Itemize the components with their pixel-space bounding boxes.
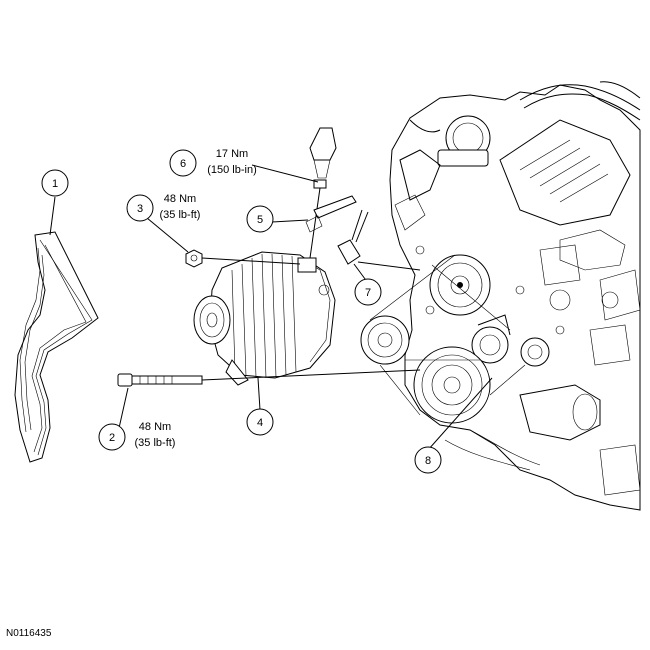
callout-3-spec-imperial: (35 lb-ft) — [160, 209, 201, 221]
callout-4: 4 — [246, 408, 274, 436]
callout-6-number: 6 — [180, 158, 186, 170]
callout-1: 1 — [41, 169, 69, 197]
generator — [193, 251, 336, 386]
callout-2-circle — [98, 423, 126, 451]
callout-3-number: 3 — [137, 203, 143, 215]
callout-1-number: 1 — [52, 178, 58, 190]
callout-3-circle — [126, 194, 154, 222]
callout-4-number: 4 — [257, 417, 263, 429]
callout-3-spec-metric: 48 Nm — [164, 193, 196, 205]
callout-5-circle — [246, 205, 274, 233]
drive-belt — [14, 231, 99, 463]
callout-4-circle — [246, 408, 274, 436]
callout-2-number: 2 — [109, 432, 115, 444]
callout-3: 3 48 Nm (35 lb-ft) — [126, 193, 201, 222]
callout-8-number: 8 — [425, 455, 431, 467]
callout-2: 2 48 Nm (35 lb-ft) — [98, 421, 176, 451]
callout-7: 7 — [354, 278, 382, 306]
callout-5-number: 5 — [257, 214, 263, 226]
callout-7-circle — [354, 278, 382, 306]
engine-illustration — [360, 81, 641, 511]
callout-6-circle — [169, 149, 197, 177]
generator-bolt-long — [117, 369, 421, 387]
callout-6: 6 17 Nm (150 lb-in) — [169, 148, 257, 177]
callout-2-spec-imperial: (35 lb-ft) — [135, 437, 176, 449]
callout-6-spec-metric: 17 Nm — [216, 148, 248, 160]
callout-2-spec-metric: 48 Nm — [139, 421, 171, 433]
callout-1-circle — [41, 169, 69, 197]
wiring-harness-connector — [337, 209, 421, 271]
callout-5: 5 — [246, 205, 274, 233]
b-plus-terminal-nut-and-boot — [309, 127, 337, 259]
generator-nut — [185, 249, 301, 268]
figure-id: N0116435 — [6, 628, 52, 639]
callout-7-number: 7 — [365, 287, 371, 299]
generator-connector — [305, 195, 357, 233]
callout-6-spec-imperial: (150 lb-in) — [207, 164, 257, 176]
callout-8-circle — [414, 446, 442, 474]
callout-8: 8 — [414, 446, 442, 474]
